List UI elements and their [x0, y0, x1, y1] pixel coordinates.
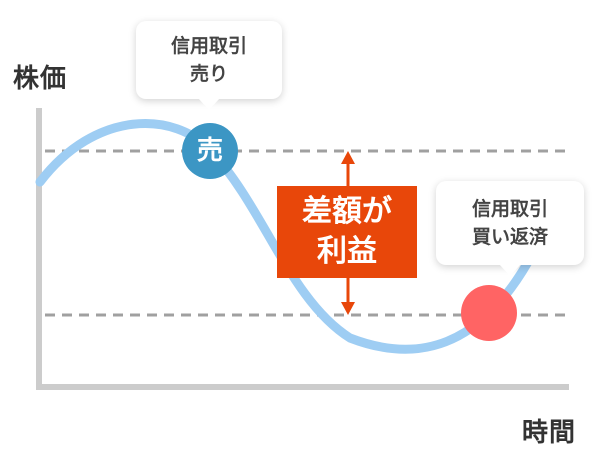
- sell-callout-tail: [198, 98, 220, 110]
- y-axis-label: 株価: [13, 64, 68, 94]
- profit-box: 差額が 利益: [277, 186, 417, 278]
- buy-back-callout-tail: [499, 264, 521, 276]
- sell-callout: 信用取引 売り: [136, 21, 282, 110]
- sell-callout-line1: 信用取引: [170, 35, 247, 57]
- buy-back-callout-line1: 信用取引: [471, 198, 548, 220]
- buy-back-marker: [461, 285, 517, 341]
- buy-back-callout: 信用取引 買い返済: [436, 181, 584, 276]
- x-axis-label: 時間: [522, 418, 577, 448]
- sell-marker: 売: [182, 123, 238, 179]
- profit-arrow-up-head: [341, 151, 355, 164]
- sell-callout-line2: 売り: [189, 63, 228, 85]
- buy-back-callout-line2: 買い返済: [471, 226, 548, 248]
- profit-arrow-down-head: [341, 302, 355, 315]
- profit-box-line2: 利益: [317, 234, 377, 269]
- profit-box-line1: 差額が: [302, 194, 392, 229]
